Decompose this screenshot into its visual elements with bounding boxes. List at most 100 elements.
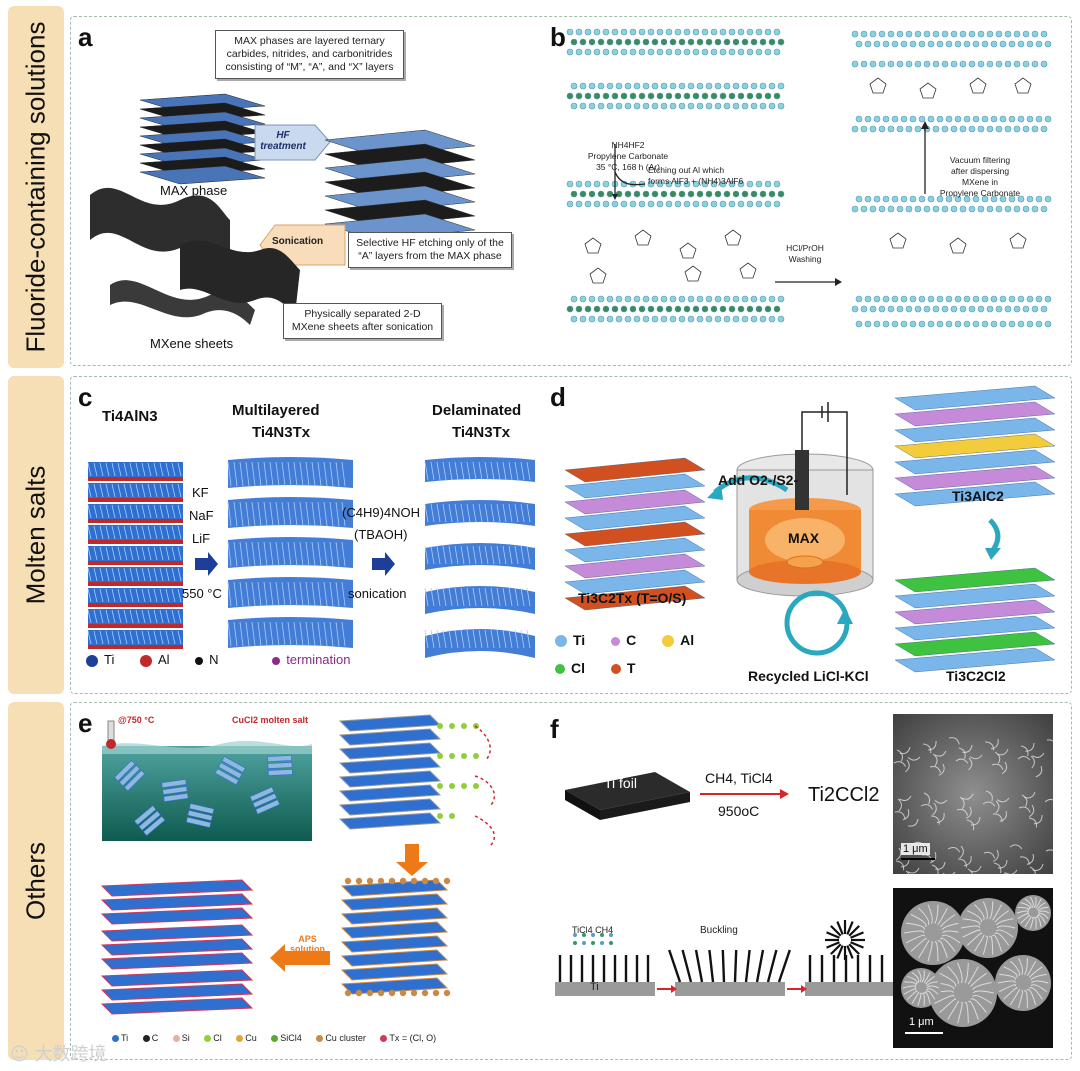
d-product-stack [564,457,706,611]
d-precursor-stack [894,385,1056,507]
d-add-label: Add O2-/S2- [718,472,799,488]
e-stacks [100,714,479,1015]
c-legend: Ti Al N termination [86,652,351,667]
c-col3-label: Ti4N3Tx [452,424,511,441]
legend-al: Al [157,652,170,667]
panel-a-letter: a [78,22,93,52]
watermark: ☺ 大数跨境 [10,1040,107,1066]
legend-termination-dot [272,656,281,665]
panel-e-graphic [100,714,496,1015]
c-reagent-1: (C4H9)4NOH [342,505,421,520]
panel-d-graphic [564,385,1056,673]
b-vacuum-label: Vacuum filtering after dispersing MXene … [939,155,1021,198]
f-sem-top: 1 μm [893,714,1053,874]
callout-hf-etching: Selective HF etching only of the “A” lay… [348,232,512,268]
max-phase-stack [139,93,266,185]
e-legend-c: C [151,1033,159,1043]
c-multilayer-stack [227,457,353,648]
e-legend-tx-dot [380,1035,388,1043]
c-salt-naf: NaF [189,508,214,523]
f-sem-bottom: 1 μm [893,888,1053,1048]
f-temp: 950oC [718,803,760,819]
e-legend-tx: Tx = (Cl, O) [389,1033,437,1043]
e-legend-cucluster-dot [316,1035,324,1043]
e-legend-si: Si [181,1033,190,1043]
d-precursor-label: Ti3AlC2 [952,488,1004,504]
legend-n: N [209,652,219,667]
d-legend-t-dot [610,664,621,675]
c-ti4aln3-stack [87,462,183,649]
b-step1-label: NH4HF2 Propylene Carbonate 35 °C, 168 h … [587,140,669,172]
d-legend-ti: Ti [573,632,586,648]
f-buckling: Buckling [700,925,738,936]
etched-stack [324,129,476,241]
row-label-molten: Molten salts [20,465,51,605]
b-wash-label: HCl/PrOH Washing [786,243,824,264]
panel-e-letter: e [78,708,93,738]
e-arrow-left [285,951,330,965]
c-col2-top: Multilayered [232,402,320,419]
f-foil-label: Ti foil [604,775,637,791]
e-arrow-down [405,844,419,862]
mxene-sheet-2 [110,280,255,325]
c-salt-lif: LiF [192,531,211,546]
e-legend-cu-dot [236,1035,244,1043]
f-substrate: Ti [590,981,599,993]
row-label-others: Others [20,841,51,921]
panel-a-graphic [90,93,476,325]
legend-ti: Ti [104,652,115,667]
c-col3-top: Delaminated [432,402,522,419]
f-reagents: CH4, TiCl4 [705,770,773,786]
watermark-text: 大数跨境 [34,1044,107,1065]
mxene-sheets-label: MXene sheets [150,336,234,351]
callout-mxene-sheets: Physically separated 2-D MXene sheets af… [283,303,442,339]
d-legend-row2: Cl T [555,660,635,676]
b-step1-side: Etching out Al which forms AlF3 + (NH4)3… [648,165,744,186]
d-legend-cl-dot [555,664,565,675]
panel-b-letter: b [550,22,566,52]
e-legend-cl: Cl [213,1033,222,1043]
c-delaminated-stack [424,457,535,658]
panel-d-letter: d [550,382,566,412]
d-legend-cl: Cl [571,660,585,676]
d-chloride-stack [894,567,1056,673]
d-max-label: MAX [788,530,820,546]
d-legend-al-dot [662,635,675,648]
panel-f-letter: f [550,714,559,744]
hf-arrow [254,124,331,161]
c-arrow-1 [195,552,218,576]
panel-c-letter: c [78,382,93,412]
c-col1-label: Ti4AlN3 [102,408,158,425]
d-recycled-label: Recycled LiCl-KCl [748,668,869,684]
e-legend-si-dot [172,1035,180,1043]
c-sonication: sonication [348,586,407,601]
f-product: Ti2CCl2 [808,784,880,806]
panel-f-graphic [555,772,895,996]
e-legend-cucluster: Cu cluster [325,1033,366,1043]
e-legend-sicl4-dot [271,1035,279,1043]
e-aps: APS solution [290,934,325,954]
d-legend-al: Al [680,632,695,648]
sonication-label-a: Sonication [272,236,324,247]
legend-ti-dot [86,654,98,667]
max-phase-label: MAX phase [160,183,228,198]
d-chloride-label: Ti3C2Cl2 [946,668,1006,684]
legend-n-dot [195,656,204,665]
watermark-icon: ☺ [10,1044,29,1065]
e-legend-c-dot [142,1035,150,1043]
b-arrow-side [614,171,646,186]
d-legend-c-dot [611,636,621,646]
f-scalebar-bottom [905,1032,943,1034]
f-scale-bottom: 1 μm [909,1016,934,1028]
c-temp: 550 °C [182,586,222,601]
c-reagent-2: (TBAOH) [354,527,408,542]
legend-termination: termination [286,652,351,667]
e-particles [114,755,293,837]
e-legend: Ti C Si Cl Cu SiCl4 Cu cluster Tx = (Cl,… [112,1033,436,1043]
f-scalebar-top [901,858,935,860]
e-temp: @750 °C [118,715,155,725]
d-product-label: Ti3C2Tx (T=O/S) [578,590,687,606]
row-band-others: Others [8,702,64,1060]
c-salt-kf: KF [192,485,209,500]
mxene-sheet-1 [90,187,230,265]
